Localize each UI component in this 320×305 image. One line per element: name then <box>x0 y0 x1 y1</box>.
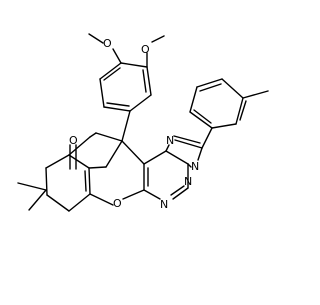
bond <box>172 187 189 200</box>
bond <box>45 154 70 169</box>
bond <box>68 136 91 156</box>
bond <box>129 94 152 112</box>
bond <box>189 86 198 113</box>
bond <box>221 78 244 99</box>
bond <box>122 189 145 200</box>
bond <box>99 78 105 108</box>
bond <box>88 33 104 44</box>
atom-label-o-ketone: O <box>69 134 78 147</box>
bond <box>121 110 131 142</box>
bond <box>103 106 131 112</box>
structure-diagram: O O O O N N N N <box>17 33 269 212</box>
bond <box>142 69 147 93</box>
atom-label-o-pyran: O <box>113 197 122 210</box>
bond <box>196 78 223 88</box>
bond <box>165 144 170 152</box>
atom-label-n-triazole-2: N <box>191 160 199 173</box>
bond <box>242 90 269 99</box>
bond <box>89 193 114 206</box>
bonds <box>17 33 269 212</box>
bond <box>193 109 212 124</box>
bond <box>211 123 237 129</box>
bond <box>239 100 247 121</box>
molecule-drawing: O O O O N N N N <box>17 33 269 212</box>
bond <box>120 62 148 68</box>
bond <box>103 67 121 81</box>
bond <box>45 167 48 196</box>
atom-label-n-triazole-1: N <box>166 134 174 147</box>
bond <box>88 166 107 169</box>
bond <box>121 140 145 165</box>
bond <box>165 150 189 165</box>
bond <box>88 167 91 195</box>
bond <box>143 189 161 200</box>
bond <box>95 132 123 142</box>
atom-label-o-methoxy-top: O <box>103 37 112 50</box>
bond <box>106 102 130 107</box>
bond <box>199 83 222 92</box>
bond <box>174 139 203 149</box>
bond <box>84 170 87 192</box>
bond <box>89 132 97 138</box>
atom-label-o-methoxy-side: O <box>141 43 150 56</box>
bond <box>170 185 185 196</box>
bond <box>151 35 165 43</box>
bond <box>99 62 122 80</box>
bond <box>197 147 203 161</box>
bond <box>46 194 70 212</box>
bond <box>28 189 47 211</box>
bond <box>201 127 213 149</box>
bond <box>146 66 152 96</box>
bond <box>105 140 123 168</box>
bond <box>173 135 201 144</box>
bond <box>17 182 47 191</box>
bond <box>112 48 122 64</box>
bond <box>189 111 213 129</box>
bond <box>68 193 91 212</box>
atom-label-n-pyrimidine: N <box>160 198 168 211</box>
bond <box>235 97 244 125</box>
atom-label-n-bridge: N <box>184 175 192 188</box>
bond <box>143 150 167 165</box>
bond <box>187 163 192 168</box>
bond <box>68 154 90 169</box>
atom-labels: O O O O N N N N <box>69 37 199 211</box>
